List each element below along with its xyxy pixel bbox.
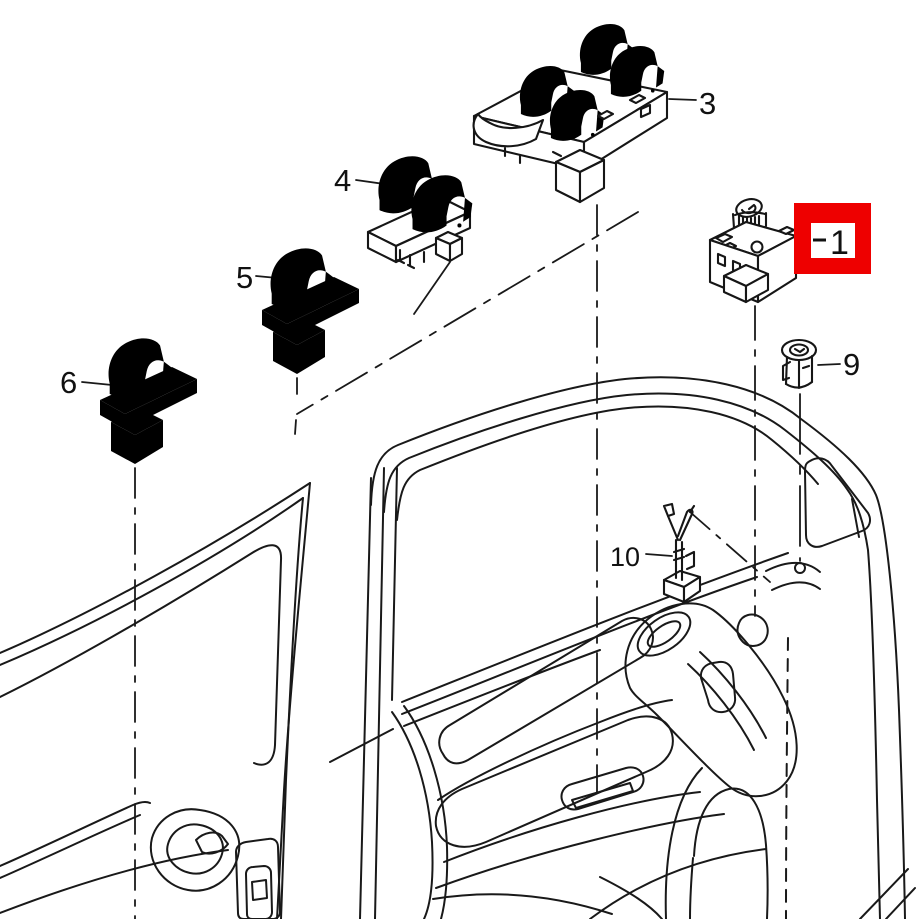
pull-cup-leg — [689, 857, 694, 919]
rear-switch-hole — [251, 879, 268, 901]
part-4-double-window-switch — [366, 156, 473, 270]
front-sill-line-1 — [401, 552, 789, 703]
callout-5-label[interactable]: 5 — [236, 260, 253, 295]
grip-handle-line-1 — [699, 651, 767, 739]
callout-4-label[interactable]: 4 — [334, 163, 351, 198]
callout-6-label[interactable]: 6 — [60, 365, 77, 400]
leader-3-stub — [668, 98, 697, 101]
front-window-slot-line — [396, 405, 819, 521]
mirror-trim-triangle — [804, 457, 871, 548]
mirror-switch-opening — [736, 613, 769, 647]
part-5-single-window-switch — [262, 248, 359, 374]
lower-door-curve-2 — [403, 705, 449, 919]
rear-armrest-edge-lower — [0, 814, 141, 879]
front-window-frame-outer — [370, 376, 906, 919]
bottom-curve-3 — [599, 876, 663, 919]
part-6-single-window-switch — [100, 338, 197, 464]
callout-3-label[interactable]: 3 — [699, 86, 716, 121]
pull-cup-arch — [693, 787, 769, 919]
lower-door-curve-1 — [391, 711, 434, 919]
corner-diagonal-2 — [885, 887, 916, 919]
grip-slot-inner — [646, 620, 682, 648]
door-trim-strip — [438, 616, 654, 765]
handle-bezel — [624, 602, 798, 798]
car-door-interior-line-art — [0, 376, 916, 919]
leader-4-line — [413, 261, 451, 315]
armrest-lower-line-1 — [443, 791, 701, 863]
hidden-fold-line — [785, 637, 789, 919]
grip-handle-line-2 — [687, 663, 755, 751]
part-10-clip — [662, 502, 702, 604]
rear-door-pillar-edge — [276, 482, 311, 919]
grip-slot — [636, 611, 692, 657]
callout-1-label: 1 — [830, 224, 849, 262]
part-3-master-window-switch — [472, 24, 669, 204]
rear-door-handle-cup-inner — [166, 823, 224, 875]
rear-switch-bezel — [235, 837, 281, 919]
cowl-line-2 — [771, 581, 821, 591]
rear-armrest-edge — [0, 800, 151, 867]
front-window-frame-inner — [383, 392, 881, 919]
front-sill-line-3 — [403, 649, 601, 727]
cowl-line-1 — [765, 561, 821, 573]
rear-switch-bezel-inner — [245, 865, 273, 919]
armrest-body — [434, 715, 674, 848]
rear-pocket-line — [0, 849, 229, 914]
callout-10-label[interactable]: 10 — [610, 542, 640, 572]
leader-9-line — [817, 363, 841, 366]
rear-door-handle-cup — [149, 808, 241, 892]
pull-cup-outer-curve — [664, 767, 703, 919]
corner-diagonal-1 — [859, 868, 909, 919]
leader-5-dash — [294, 419, 297, 435]
leader-10-stub — [645, 553, 673, 557]
front-door-leading-edge — [359, 477, 372, 919]
leader-6-stub — [81, 381, 113, 386]
mirror-trim-inner-line — [851, 498, 860, 538]
rear-door-belt-line — [0, 482, 311, 654]
rear-sill-segment — [329, 728, 394, 763]
callout-1-highlighted[interactable]: 1 — [794, 203, 871, 274]
bottom-diagonal-2 — [589, 848, 767, 919]
bottom-diagonal-1 — [432, 893, 613, 915]
rear-door-pillar-edge-inner — [280, 497, 304, 919]
armrest-switch-slot-inner — [571, 782, 634, 809]
front-sill-line-2 — [401, 576, 758, 715]
callout-9-label[interactable]: 9 — [843, 347, 860, 382]
rear-window-inner-frame — [0, 544, 283, 766]
rear-door-belt-line-inner — [0, 497, 304, 666]
armrest-lower-line-2 — [435, 813, 725, 889]
rear-door-handle-lever — [195, 831, 229, 855]
front-door-leading-edge-inner — [374, 467, 385, 919]
front-door-fold-line — [391, 467, 398, 701]
part-9-grommet — [780, 338, 818, 390]
part-1-mirror-adjust-switch — [708, 198, 802, 304]
lower-switch-opening — [699, 660, 737, 714]
leader-10-dashed — [689, 511, 771, 583]
assembly-axis-diagonal — [296, 211, 639, 415]
armrest-upper-line — [437, 699, 673, 801]
callouts: 1 3 4 5 6 9 10 — [60, 86, 871, 572]
armrest-switch-slot — [560, 766, 645, 811]
